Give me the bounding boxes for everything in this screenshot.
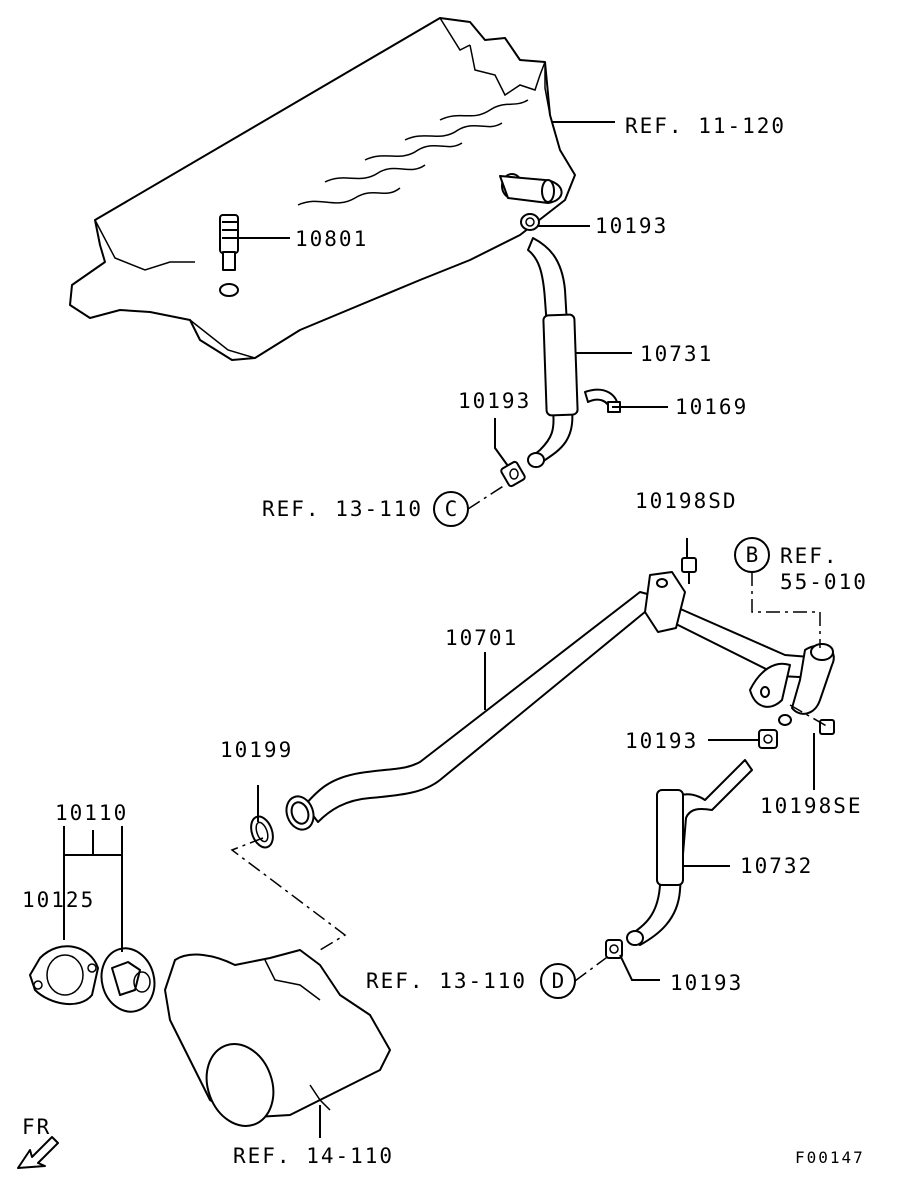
- label-circle-c: C: [445, 497, 458, 521]
- label-10193-mid: 10193: [625, 729, 698, 753]
- label-circle-d: D: [552, 969, 565, 993]
- front-arrow-icon: [17, 1136, 59, 1169]
- label-10193-left: 10193: [458, 389, 531, 413]
- bolt-10198se: [778, 714, 835, 735]
- gasket-10125: [29, 945, 99, 1006]
- label-ref-13-110-c: REF. 13-110: [262, 497, 423, 521]
- label-10193-top: 10193: [595, 214, 668, 238]
- label-ref-b-line2: 55-010: [780, 570, 868, 594]
- label-10731: 10731: [640, 342, 713, 366]
- label-ref-13-110-d: REF. 13-110: [366, 969, 527, 993]
- clamp-10169: [584, 388, 621, 413]
- label-10193-bottom: 10193: [670, 971, 743, 995]
- label-ref-b-line1: REF.: [780, 544, 839, 568]
- label-figure-code: F00147: [795, 1148, 865, 1167]
- label-10198sd: 10198SD: [635, 489, 738, 513]
- ref-circle-d: [540, 963, 576, 999]
- hose-10732: [626, 759, 753, 946]
- label-10110: 10110: [55, 801, 128, 825]
- pipe-10701: [285, 557, 835, 831]
- label-10701: 10701: [445, 626, 518, 650]
- label-ref-11-120: REF. 11-120: [625, 114, 786, 138]
- label-ref-14-110: REF. 14-110: [233, 1144, 394, 1168]
- sensor-10801: [219, 214, 239, 297]
- label-10199: 10199: [220, 738, 293, 762]
- label-10169: 10169: [675, 395, 748, 419]
- clamp-10193-mid: [758, 729, 778, 749]
- thermostat-10110: [100, 947, 156, 1013]
- label-circle-b: B: [746, 543, 759, 567]
- clamp-10193-bottom: [605, 939, 623, 959]
- label-10125: 10125: [22, 888, 95, 912]
- label-10198se: 10198SE: [760, 794, 863, 818]
- label-fr: FR: [22, 1115, 51, 1139]
- ref-circle-c: [433, 491, 469, 527]
- label-10801: 10801: [295, 227, 368, 251]
- water-inlet-housing: [164, 949, 391, 1127]
- clamp-10193-top: [520, 213, 540, 231]
- clamp-10193-left: [500, 460, 526, 488]
- label-10732: 10732: [740, 854, 813, 878]
- ref-circle-b: [734, 537, 770, 573]
- cylinder-head: [69, 17, 576, 361]
- oring-10199: [250, 815, 274, 849]
- hose-10731: [527, 237, 579, 468]
- leader-lines: [63, 121, 831, 1138]
